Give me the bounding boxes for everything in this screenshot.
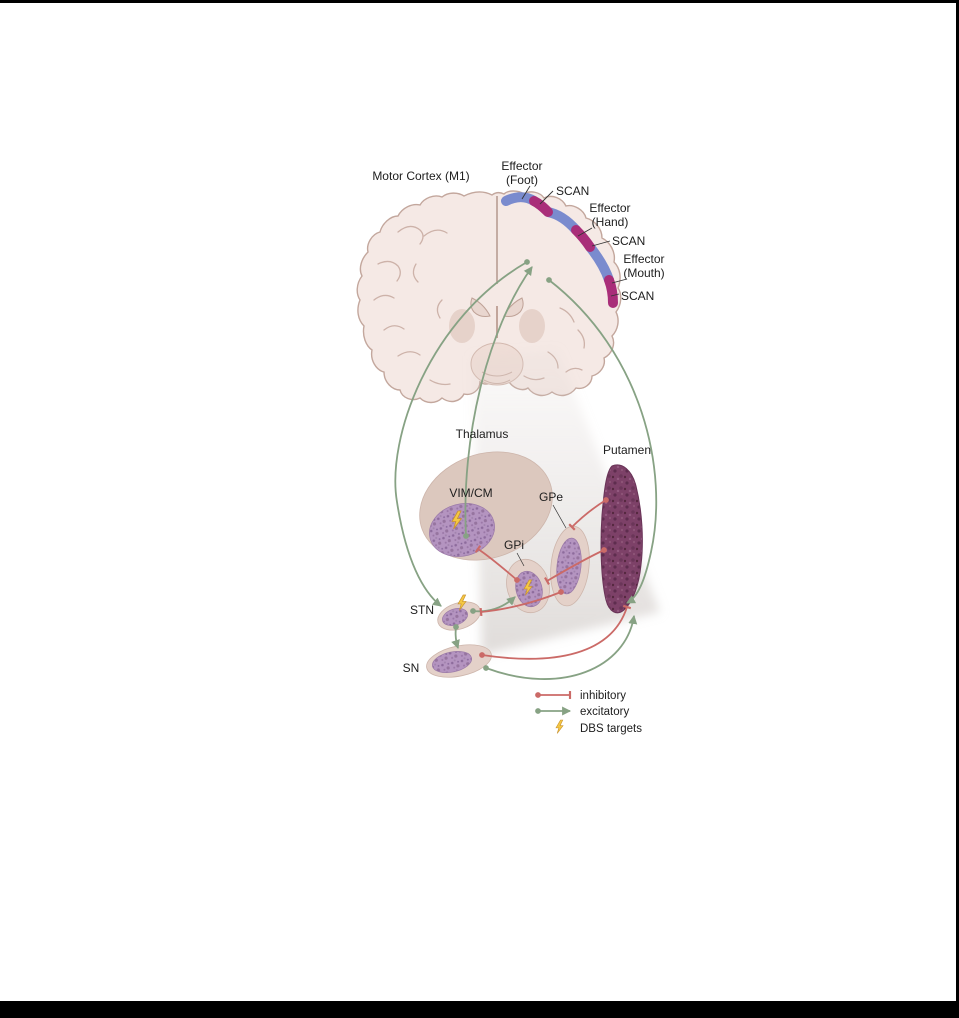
effector-foot-label-line1: Effector — [501, 159, 542, 173]
thalamus-label: Thalamus — [456, 427, 509, 441]
gyrus-line — [383, 325, 405, 331]
effector-hand-label-line1: Effector — [589, 201, 630, 215]
putamen-label: Putamen — [603, 443, 651, 457]
leader-scan-3 — [610, 293, 620, 297]
sn-nucleus — [431, 651, 473, 673]
label-leader-lines — [516, 185, 628, 567]
gyrus-line — [423, 229, 448, 237]
pathway-cortex-to-putamen — [546, 277, 658, 604]
leader-scan-1 — [539, 190, 554, 205]
sn-label: SN — [403, 661, 420, 675]
gyrus-line — [397, 225, 424, 245]
pathway-stn-to-sn — [451, 624, 460, 650]
effector-hand-label-line2: (Hand) — [592, 215, 629, 229]
legend-inhibitory-label: inhibitory — [580, 690, 626, 702]
putamen-body — [600, 464, 643, 614]
scan-1-label: SCAN — [556, 184, 589, 198]
frame-border-right — [956, 0, 959, 1018]
legend-dbs-bolt-icon — [555, 719, 564, 734]
leader-effector-hand — [577, 227, 593, 237]
gyrus-line — [412, 263, 419, 283]
pathway-putamen-to-gpe — [568, 497, 609, 531]
stn-label: STN — [410, 603, 434, 617]
scan-2-label: SCAN — [612, 234, 645, 248]
legend: inhibitory excitatory DBS targets — [535, 690, 642, 735]
leader-gpi — [516, 552, 525, 567]
scan-3-label: SCAN — [621, 289, 654, 303]
leader-gpe — [552, 504, 567, 529]
pathway-thalamus-to-cortex — [463, 266, 533, 539]
frame-border-top — [0, 0, 959, 3]
pathway-putamen-to-gpi — [544, 547, 607, 585]
gyrus-line — [373, 294, 395, 301]
basal-ganglia-shade-right — [519, 309, 545, 343]
scan-band-3 — [604, 275, 618, 308]
gyrus-line — [397, 351, 421, 357]
legend-dbs-label: DBS targets — [580, 723, 642, 735]
leader-effector-mouth — [611, 278, 628, 284]
scan-band-2 — [571, 225, 595, 252]
pathway-gpi-to-thalamus — [474, 545, 520, 583]
leader-scan-2 — [591, 240, 611, 247]
figure-labels: Motor Cortex (M1) Effector (Foot) SCAN E… — [372, 159, 664, 675]
inhibitory-pathways — [474, 497, 632, 660]
basal-ganglia-shade-left — [449, 309, 475, 343]
gpi-label: GPi — [504, 538, 524, 552]
leader-effector-foot — [521, 185, 531, 200]
effector-mouth-label-line1: Effector — [623, 252, 664, 266]
gpe-label: GPe — [539, 490, 563, 504]
scan-band-1 — [529, 196, 553, 217]
effector-mouth-label-line2: (Mouth) — [623, 266, 664, 280]
legend-excitatory-label: excitatory — [580, 706, 629, 718]
pathway-sn-to-putamen-inhibitory — [479, 604, 632, 660]
gyrus-line — [377, 260, 401, 282]
effector-foot-label-line2: (Foot) — [506, 173, 538, 187]
frame-border-bottom — [0, 1001, 959, 1018]
motor-cortex-label: Motor Cortex (M1) — [372, 169, 469, 183]
vim-cm-label: VIM/CM — [449, 486, 492, 500]
